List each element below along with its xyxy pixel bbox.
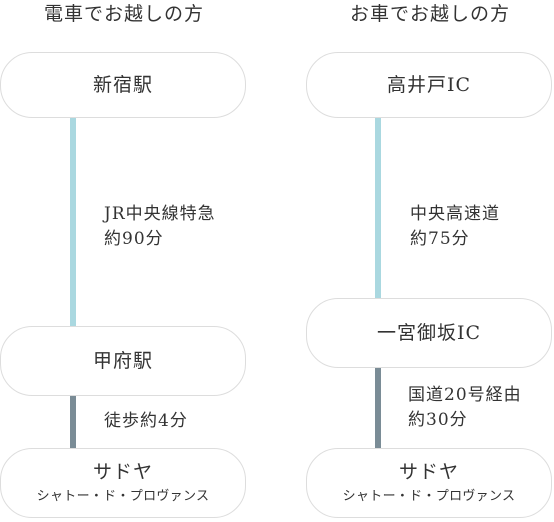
- route-line-route20: [375, 368, 381, 448]
- node-label: 甲府駅: [92, 350, 153, 372]
- node-label: サドヤ: [398, 461, 459, 483]
- node-subtitle: シャトー・ド・プロヴァンス: [342, 489, 516, 504]
- node-kofu-station: 甲府駅: [0, 326, 246, 396]
- car-access-column: お車でお越しの方 高井戸IC 中央高速道 約75分 一宮御坂IC 国道20号経由…: [306, 0, 554, 522]
- node-sadoya-car: サドヤ シャトー・ド・プロヴァンス: [306, 448, 552, 518]
- route-duration: 約30分: [408, 410, 468, 430]
- car-heading: お車でお越しの方: [349, 3, 510, 25]
- route-name: JR中央線特急: [104, 204, 216, 224]
- node-label: サドヤ: [92, 461, 153, 483]
- node-label: 高井戸IC: [386, 74, 472, 96]
- route-name: 中央高速道: [410, 204, 500, 224]
- route-label-chuo-expressway: 中央高速道 約75分: [410, 202, 500, 252]
- node-label: 一宮御坂IC: [376, 322, 482, 344]
- route-name: 徒歩約4分: [104, 411, 188, 431]
- train-heading: 電車でお越しの方: [43, 3, 204, 25]
- train-access-column: 電車でお越しの方 新宿駅 JR中央線特急 約90分 甲府駅 徒歩約4分 サドヤ …: [0, 0, 248, 522]
- node-label: 新宿駅: [92, 74, 153, 96]
- route-line-chuo-expressway: [375, 118, 381, 298]
- route-label-limited-express: JR中央線特急 約90分: [104, 202, 216, 252]
- node-sadoya-train: サドヤ シャトー・ド・プロヴァンス: [0, 448, 246, 518]
- node-ichinomiya-misaka-ic: 一宮御坂IC: [306, 298, 552, 368]
- route-name: 国道20号経由: [408, 385, 522, 405]
- node-subtitle: シャトー・ド・プロヴァンス: [36, 489, 210, 504]
- route-duration: 約90分: [104, 229, 164, 249]
- route-label-route20: 国道20号経由 約30分: [408, 383, 522, 433]
- route-duration: 約75分: [410, 229, 470, 249]
- node-shinjuku-station: 新宿駅: [0, 52, 246, 118]
- node-takaido-ic: 高井戸IC: [306, 52, 552, 118]
- route-line-walk: [70, 396, 76, 448]
- route-label-walk: 徒歩約4分: [104, 409, 188, 434]
- route-line-limited-express: [70, 118, 76, 326]
